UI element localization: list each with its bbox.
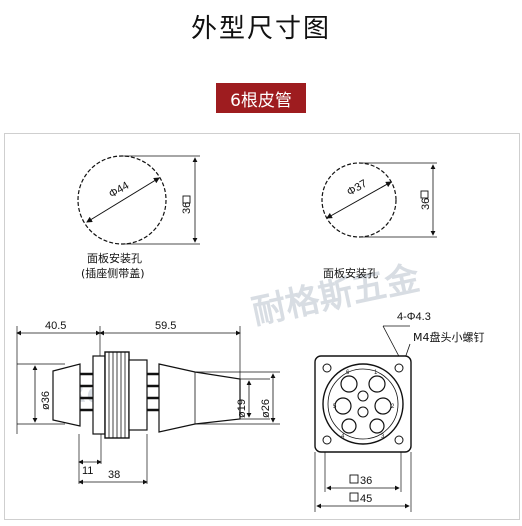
panel-cutout-right: Φ37 36 面板安装孔: [321, 162, 437, 280]
dimension-drawing: ʀ∂ᴳ≈ 耐格斯五金 Φ44 36 面板安装孔 (插座侧带盖) Φ37 36 面…: [16, 155, 485, 512]
pin-label-2: 2: [391, 404, 395, 410]
holes-label: 4-Φ4.3: [397, 311, 431, 323]
connector-front-view: 4-Φ4.3 M4盘头小螺钉 6 1 5 2 4 3 36: [314, 311, 485, 512]
pin-label-4: 4: [341, 434, 345, 440]
category-badge: 6根皮管: [216, 83, 306, 113]
square-36-bottom: 36: [360, 475, 372, 487]
diameter-37-label: Φ37: [345, 178, 369, 199]
dim-11: 11: [82, 465, 93, 477]
pin-label-3: 3: [381, 434, 385, 440]
pin-label-5: 5: [333, 404, 337, 410]
dia-19-label: ø19: [236, 399, 248, 418]
page-title: 外型尺寸图: [190, 14, 331, 44]
square-36-label-left: 36: [181, 202, 193, 214]
panel-caption-left-1: 面板安装孔: [87, 251, 142, 265]
dia-26-label: ø26: [260, 399, 272, 418]
pin-label-1: 1: [374, 370, 378, 376]
dim-38: 38: [108, 469, 120, 481]
dia-36-label: ø36: [40, 391, 52, 410]
dim-59-5: 59.5: [155, 320, 176, 332]
pin-label-6: 6: [346, 370, 350, 376]
drawing-frame: ʀ∂ᴳ≈ 耐格斯五金 Φ44 36 面板安装孔 (插座侧带盖) Φ37 36 面…: [4, 133, 520, 520]
connector-side-view: 40.5 59.5 ø36: [16, 320, 280, 485]
dim-40-5: 40.5: [45, 320, 66, 332]
panel-cutout-left: Φ44 36 面板安装孔 (插座侧带盖): [77, 155, 200, 280]
panel-caption-left-2: (插座侧带盖): [81, 266, 145, 280]
screw-label: M4盘头小螺钉: [413, 330, 485, 344]
square-45-bottom: 45: [360, 493, 372, 505]
square-36-label-right: 36: [420, 198, 432, 210]
panel-caption-right: 面板安装孔: [323, 266, 378, 280]
